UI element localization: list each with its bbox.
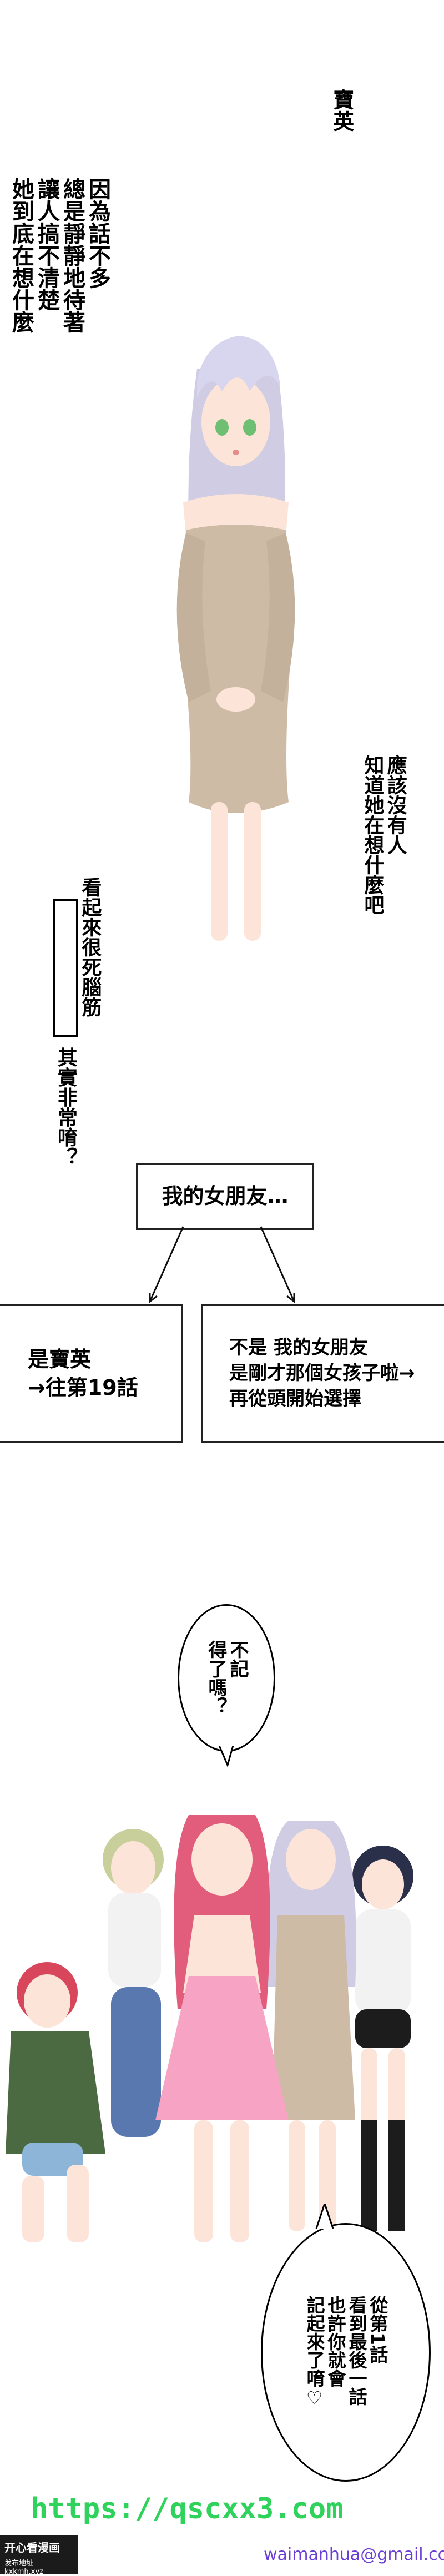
face	[201, 377, 270, 466]
choice-question: 我的女朋友…	[162, 1183, 289, 1208]
choice-question-box: 我的女朋友…	[136, 1163, 314, 1230]
option-b-text: 不是 我的女朋友 是剛才那個女孩子啦→ 再從頭開始選擇	[229, 1337, 415, 1410]
mouth	[233, 450, 239, 455]
speech-bubble-top: 不記 得了嗎？	[178, 1604, 275, 1752]
side-caption-line: 知道她在想什麼吧	[361, 755, 384, 915]
option-a-box[interactable]: 是寶英 →往第19話	[0, 1304, 183, 1443]
narration-line: 她到底在想什麼	[8, 178, 34, 333]
watermark-site: 发布地址 kxkmh.xyz	[4, 2559, 43, 2576]
leg-right	[244, 802, 261, 941]
option-a-text: 是寶英 →往第19話	[28, 1347, 138, 1400]
choice-arrows	[149, 1226, 295, 1304]
name-caption: 寶英	[329, 89, 354, 132]
sweater-dress	[183, 525, 291, 813]
leg-left	[211, 802, 228, 941]
blank-box	[53, 899, 78, 1037]
watermark-url: https://qscxx3.com	[31, 2492, 344, 2525]
girl-boying-illustration	[176, 336, 295, 941]
eye-left	[215, 419, 229, 436]
narration-block: 因為話不多 總是靜靜地待著 讓人搞不清楚 她到底在想什麼	[8, 178, 110, 361]
speech-bubble-bottom: 從第1話 看到最後一話 也許你就會 記起來了唷♡	[261, 2223, 431, 2482]
sleeve-right	[261, 533, 295, 702]
girl-pink-center	[155, 1815, 289, 2242]
group-of-girls-illustration	[6, 1815, 413, 2242]
narration-line: 因為話不多	[85, 178, 110, 289]
bubble-tail-top	[218, 1746, 234, 1768]
lower-caption-line: 其實非常唷？	[53, 877, 78, 1238]
sleeve-left	[176, 533, 211, 702]
narration-line: 讓人搞不清楚	[34, 178, 59, 311]
watermark-email: waimanhua@gmail.com	[264, 2545, 444, 2564]
lower-caption-line: 看起來很死腦筋	[78, 877, 102, 1017]
girl-redhead-crouching	[6, 1962, 105, 2242]
option-b-box[interactable]: 不是 我的女朋友 是剛才那個女孩子啦→ 再從頭開始選擇	[201, 1304, 444, 1443]
hands	[216, 687, 255, 712]
shoulders	[183, 494, 289, 536]
watermark-badge: 开心看漫画 发布地址 kxkmh.xyz	[0, 2535, 78, 2576]
side-caption-line: 應該沒有人	[384, 755, 407, 855]
bubble-tail-bottom	[315, 2204, 334, 2229]
eye-right	[243, 419, 256, 436]
narration-line: 總是靜靜地待著	[59, 178, 85, 333]
girl-dark-hair	[352, 1846, 413, 2231]
girl-silver	[265, 1821, 356, 2231]
watermark-brand: 开心看漫画	[4, 2541, 60, 2554]
side-caption: 應該沒有人 知道她在想什麼吧	[361, 755, 407, 938]
lower-caption: 看起來很死腦筋 其實非常唷？	[53, 877, 101, 1238]
bangs	[197, 336, 280, 397]
girl-blonde	[103, 1829, 164, 2137]
